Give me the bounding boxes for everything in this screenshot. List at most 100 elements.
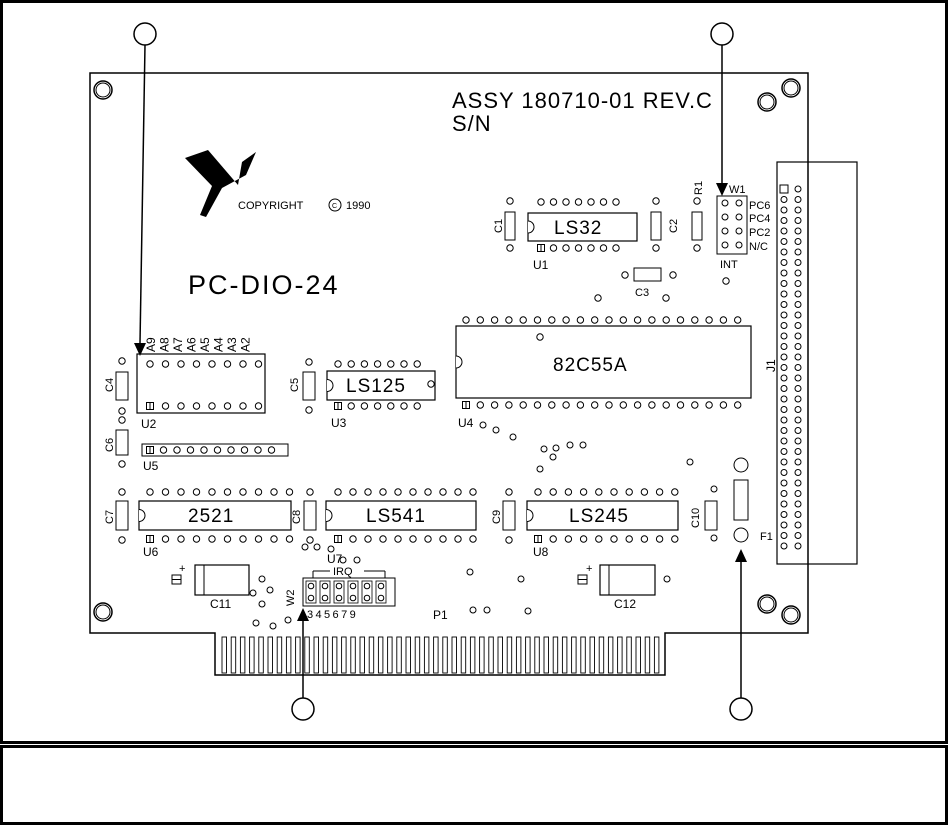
finger bbox=[396, 636, 402, 674]
pad bbox=[652, 197, 660, 205]
pad bbox=[710, 534, 718, 542]
r1-resistor bbox=[691, 211, 703, 241]
pad bbox=[780, 406, 788, 413]
pad bbox=[377, 582, 385, 590]
finger bbox=[598, 636, 605, 674]
pad bbox=[794, 385, 802, 392]
assy-text: ASSY 180710-01 REV.C bbox=[452, 88, 713, 113]
pad bbox=[505, 401, 513, 409]
pad bbox=[579, 535, 588, 543]
pad bbox=[735, 213, 743, 221]
pad bbox=[192, 488, 201, 496]
serial-number-label: S/N bbox=[452, 111, 492, 136]
w1-pins bbox=[721, 199, 743, 249]
pad bbox=[564, 535, 573, 543]
pad bbox=[118, 357, 126, 365]
address-label: A3 bbox=[225, 337, 239, 352]
finger bbox=[479, 636, 485, 674]
pad bbox=[334, 488, 342, 496]
pad bbox=[605, 401, 613, 409]
pad bbox=[269, 622, 277, 630]
pad bbox=[161, 535, 170, 543]
pad bbox=[548, 316, 556, 324]
pad bbox=[118, 407, 126, 415]
pad bbox=[240, 446, 249, 454]
finger bbox=[359, 636, 365, 674]
pad bbox=[576, 316, 585, 324]
pad bbox=[549, 488, 557, 496]
callout-1 bbox=[133, 22, 157, 356]
pad bbox=[794, 206, 802, 214]
pad bbox=[301, 543, 309, 551]
pad bbox=[719, 316, 728, 324]
finger bbox=[617, 636, 623, 674]
pad bbox=[562, 198, 570, 206]
pad bbox=[517, 575, 525, 583]
c9-capacitor bbox=[502, 500, 516, 531]
address-label: A2 bbox=[239, 337, 253, 352]
f1-fuse bbox=[733, 479, 749, 521]
finger bbox=[561, 636, 568, 674]
pad bbox=[794, 280, 802, 287]
pad bbox=[462, 316, 470, 324]
pad bbox=[534, 488, 542, 496]
pad bbox=[794, 406, 802, 413]
pad bbox=[780, 353, 788, 361]
pad bbox=[347, 402, 355, 410]
pad bbox=[576, 401, 585, 409]
pad bbox=[270, 535, 278, 543]
finger bbox=[423, 636, 430, 674]
c12-capacitor: + bbox=[577, 563, 671, 596]
pad bbox=[177, 488, 185, 496]
pad bbox=[249, 589, 257, 597]
pad bbox=[159, 446, 168, 454]
pad bbox=[161, 402, 170, 410]
pad bbox=[780, 206, 788, 214]
pad bbox=[619, 316, 627, 324]
pad bbox=[794, 448, 802, 455]
pad bbox=[306, 488, 314, 496]
pad bbox=[662, 401, 670, 409]
pad bbox=[363, 582, 371, 590]
finger bbox=[221, 636, 227, 674]
pad bbox=[524, 607, 532, 615]
pad bbox=[671, 535, 679, 543]
pad bbox=[223, 360, 232, 368]
pad bbox=[321, 582, 329, 590]
pad bbox=[566, 441, 574, 449]
pad bbox=[223, 535, 232, 543]
pad bbox=[633, 316, 642, 324]
pad bbox=[394, 488, 402, 496]
c11-label: C11 bbox=[210, 597, 231, 611]
pad bbox=[662, 294, 670, 302]
w1-jumper-block bbox=[716, 195, 748, 255]
pad bbox=[335, 582, 343, 590]
pad bbox=[710, 485, 718, 493]
finger bbox=[626, 636, 632, 674]
finger bbox=[230, 636, 237, 674]
pad bbox=[161, 360, 170, 368]
pad bbox=[595, 535, 603, 543]
pad bbox=[483, 606, 491, 614]
c7-capacitor bbox=[115, 500, 129, 531]
pad bbox=[591, 401, 599, 409]
u8-ref: U8 bbox=[533, 545, 549, 559]
pad bbox=[270, 488, 278, 496]
pad bbox=[177, 402, 185, 410]
pad bbox=[549, 244, 558, 252]
pad bbox=[794, 395, 802, 403]
pad bbox=[794, 217, 802, 224]
pad bbox=[208, 488, 216, 496]
pad bbox=[387, 360, 395, 368]
pad bbox=[633, 401, 642, 409]
mounting-holes bbox=[93, 78, 801, 625]
finger bbox=[276, 636, 283, 674]
finger bbox=[331, 636, 338, 674]
c11-capacitor: + bbox=[171, 563, 266, 596]
u4-ref: U4 bbox=[458, 416, 474, 430]
pad bbox=[780, 395, 788, 403]
pad bbox=[780, 259, 788, 266]
pad bbox=[409, 535, 417, 543]
pad bbox=[227, 446, 235, 454]
